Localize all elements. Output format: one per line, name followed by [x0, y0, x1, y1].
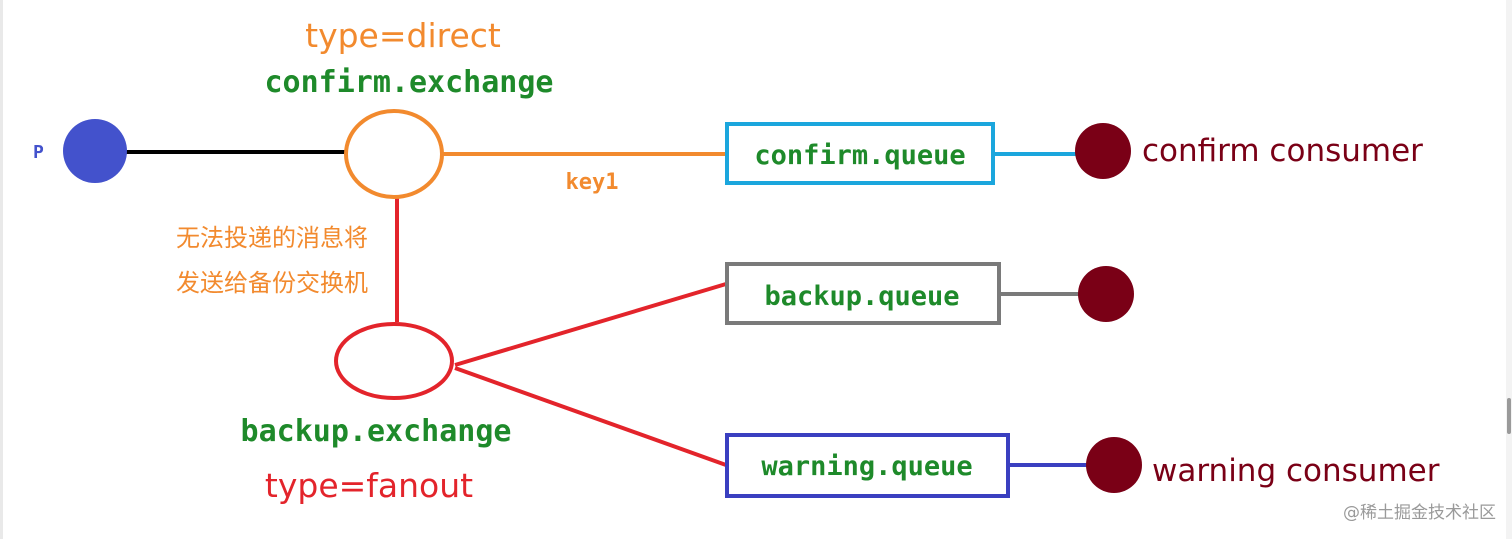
backup-consumer-node — [1078, 266, 1134, 322]
warning-queue-label: warning.queue — [761, 451, 972, 482]
warning-consumer-node — [1086, 437, 1142, 493]
confirm-exchange-type-label: type=direct — [305, 16, 501, 55]
confirm-queue-label: confirm.queue — [754, 140, 965, 171]
confirm-consumer-node — [1075, 123, 1131, 179]
confirm-exchange-name-label: confirm.exchange — [265, 65, 554, 100]
confirm-exchange-node — [344, 109, 444, 199]
producer-label: P — [33, 142, 44, 163]
note-line-2: 发送给备份交换机 — [176, 269, 368, 297]
confirm-consumer-label: confirm consumer — [1142, 133, 1423, 169]
watermark-text: @稀土掘金技术社区 — [1343, 503, 1496, 523]
backup-exchange-to-backup-queue-line — [454, 282, 727, 367]
warning-consumer-label: warning consumer — [1152, 453, 1440, 489]
backup-queue-box — [725, 262, 1001, 325]
scrollbar-thumb[interactable] — [1507, 398, 1511, 434]
routing-key-label: key1 — [566, 170, 619, 195]
backup-exchange-type-label: type=fanout — [265, 466, 473, 505]
warning-queue-box — [725, 433, 1010, 498]
scrollbar-track[interactable] — [1506, 0, 1512, 539]
backup-exchange-node — [334, 322, 454, 400]
backup-queue-label: backup.queue — [764, 281, 959, 312]
note-line-1: 无法投递的消息将 — [176, 224, 368, 252]
producer-node — [63, 119, 127, 183]
backup-exchange-to-warning-queue-line — [454, 366, 727, 467]
backup-exchange-name-label: backup.exchange — [241, 414, 512, 449]
left-border — [0, 0, 3, 539]
confirm-queue-box — [725, 122, 995, 185]
